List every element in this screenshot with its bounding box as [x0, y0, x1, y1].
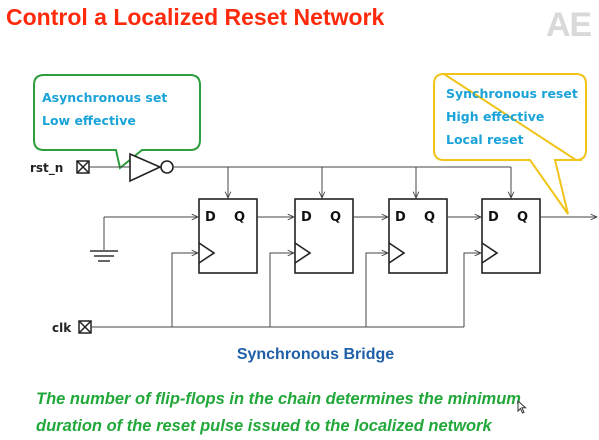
svg-text:D: D [488, 210, 499, 225]
sync-callout-line-1: Synchronous reset [446, 86, 578, 101]
ground-symbol [90, 217, 118, 262]
note-line-1: The number of flip-flops in the chain de… [36, 390, 521, 408]
page-title: Control a Localized Reset Network [6, 4, 385, 30]
flip-flop-2: D Q [294, 198, 354, 274]
rst-n-label: rst_n [30, 161, 63, 176]
svg-text:Q: Q [517, 210, 528, 225]
sync-callout-line-3: Local reset [446, 132, 524, 147]
svg-text:D: D [395, 210, 406, 225]
svg-text:Q: Q [424, 210, 435, 225]
sync-callout-bubble-shape [433, 72, 587, 215]
rst-n-pin [76, 160, 90, 174]
async-callout-line-1: Asynchronous set [42, 90, 167, 105]
mouse-pointer-icon [517, 400, 527, 414]
svg-text:Q: Q [234, 210, 245, 225]
flip-flop-1: D Q [198, 198, 258, 274]
diagram-caption: Synchronous Bridge [236, 346, 395, 363]
sync-callout-line-2: High effective [446, 109, 544, 124]
inverter-gate [129, 152, 174, 183]
svg-text:Q: Q [330, 210, 341, 225]
async-callout-line-2: Low effective [42, 113, 136, 128]
clk-label: clk [52, 321, 72, 335]
svg-text:D: D [205, 210, 216, 225]
company-logo: AE [546, 6, 592, 44]
clk-pin [78, 320, 92, 334]
note-line-2: duration of the reset pulse issued to th… [36, 417, 492, 435]
explanation-note: The number of flip-flops in the chain de… [36, 386, 521, 440]
svg-text:D: D [301, 210, 312, 225]
flip-flop-3: D Q [388, 198, 448, 274]
flip-flop-4: D Q [481, 198, 541, 274]
